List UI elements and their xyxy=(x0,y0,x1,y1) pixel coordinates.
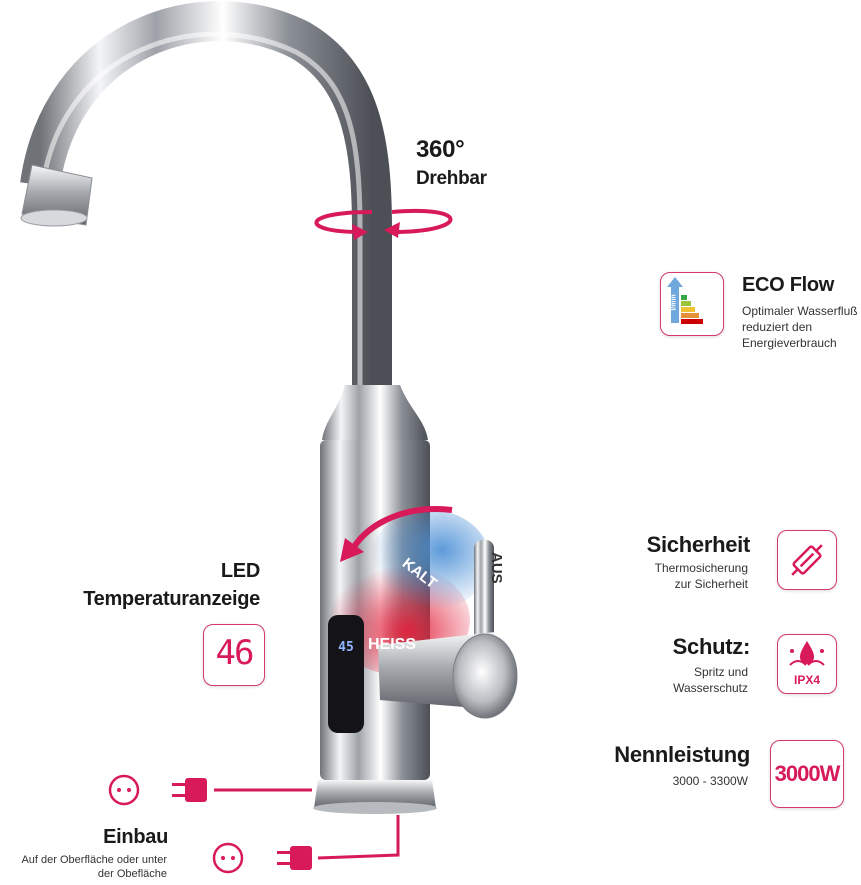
eco-title: ECO Flow xyxy=(742,274,835,296)
fuse-icon xyxy=(791,544,823,576)
protection-icon-box: IPX4 xyxy=(777,634,837,694)
rotation-degrees: 360° xyxy=(416,136,465,163)
power-badge: 3000W xyxy=(774,761,841,786)
safety-title: Sicherheit xyxy=(646,532,751,557)
power-title: Nennleistung xyxy=(614,742,750,767)
lever-hot-label: HEISS xyxy=(368,636,417,653)
led-title-1: LED xyxy=(220,560,260,582)
lever-off-label: AUS xyxy=(488,552,505,584)
led-display-value: 46 xyxy=(215,633,255,673)
led-title-2: Temperaturanzeige xyxy=(83,588,260,610)
aerator xyxy=(21,164,93,226)
install-desc: Auf der Oberfläche oder unter der Obeflä… xyxy=(21,854,167,880)
safety-desc: Thermosicherung zur Sicherheit xyxy=(654,561,748,591)
splash-icon xyxy=(789,641,825,666)
power-desc: 3000 - 3300W xyxy=(672,774,748,788)
lever-handle xyxy=(474,540,494,650)
spout-arc xyxy=(20,1,392,385)
plug-icon xyxy=(212,842,312,874)
protection-desc: Spritz und Wasserschutz xyxy=(673,665,748,695)
install-title: Einbau xyxy=(103,826,168,848)
energy-label-icon xyxy=(667,277,703,324)
lever-knob xyxy=(452,633,518,719)
eco-desc: Optimaler Wasserfluß reduziert den Energ… xyxy=(742,304,858,350)
tap-display-value: 45 xyxy=(338,640,354,655)
plug-icon xyxy=(108,774,207,806)
protection-title: Schutz: xyxy=(672,634,751,659)
eco-icon-box: l/min xyxy=(660,272,724,336)
safety-icon-box xyxy=(777,530,837,590)
tap-display xyxy=(328,615,364,733)
led-icon-box: 46 xyxy=(203,624,265,686)
power-icon-box: 3000W xyxy=(770,740,844,808)
rotation-label: Drehbar xyxy=(416,168,487,189)
